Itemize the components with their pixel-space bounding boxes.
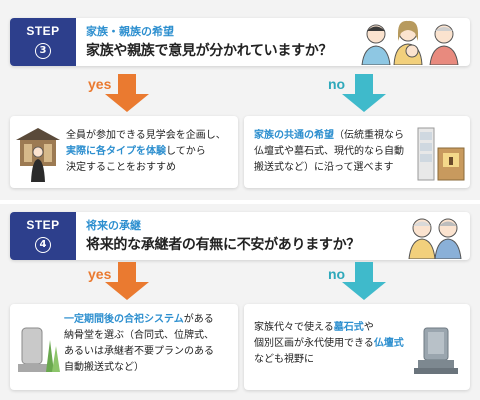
step4-no-line3: なども視野に xyxy=(254,354,314,365)
step4-yes-line3: あるいは承継者不要プランのある xyxy=(64,346,214,357)
step4-no-line1-b: や xyxy=(363,322,374,333)
step3-yes-line3: 決定することをおすすめ xyxy=(66,162,176,173)
temple-tour-illustration xyxy=(16,128,60,182)
step3-no-line3: 搬送式など）に沿って選べます xyxy=(254,162,394,173)
step3-yes-line2: 実際に各タイプを体験してから xyxy=(66,144,226,160)
step4-yes-label: yes xyxy=(88,266,112,282)
step3-no-line1: 家族の共通の希望（伝統重視なら xyxy=(254,128,404,144)
step4-no-line1: 家族代々で使える墓石式や xyxy=(254,320,404,336)
step4-yes-line2: 納骨堂を選ぶ（合同式、位牌式、 xyxy=(64,330,214,341)
step3-step-number: 3 xyxy=(35,43,51,59)
step4-title: 将来の承継 xyxy=(86,219,141,232)
step4-no-line2-a: 個別区画が永代使用できる xyxy=(254,338,374,349)
step4-yes-highlight: 一定期間後の合祀システム xyxy=(64,314,184,325)
step4-yes-arrow xyxy=(105,262,149,300)
step3-badge: STEP 3 xyxy=(10,18,76,66)
step4-no-arrow xyxy=(342,262,386,300)
step3-no-highlight: 家族の共通の希望 xyxy=(254,130,334,141)
step4-question-box: STEP 4 将来の承継 将来的な承継者の有無に不安がありますか？ xyxy=(10,212,470,260)
step4-yes-line1-rest: がある xyxy=(183,314,214,325)
elderly-couple-illustration xyxy=(408,218,462,259)
step3-panel: STEP 3 家族・親族の希望 家族や親族で意見が分かれていますか？ yes n… xyxy=(0,0,480,200)
step4-yes-line4: 自動搬送式など） xyxy=(64,362,144,373)
ossuary-illustration xyxy=(18,327,60,372)
step4-step-number: 4 xyxy=(35,237,51,253)
step3-no-line2: 仏壇式や墓石式、現代的なら自動 xyxy=(254,146,404,157)
step3-question: 家族や親族で意見が分かれていますか？ xyxy=(86,43,333,59)
step4-no-line2: 個別区画が永代使用できる仏壇式 xyxy=(254,336,404,352)
step4-yes-line1: 一定期間後の合祀システムがある xyxy=(64,312,214,328)
step4-badge: STEP 4 xyxy=(10,212,76,260)
step3-no-line1-rest: （伝統重視なら xyxy=(334,130,404,141)
gravestone-illustration xyxy=(414,327,458,374)
step3-yes-highlight: 実際に各タイプを体験 xyxy=(66,146,166,157)
step4-no-line1-a: 家族代々で使える xyxy=(254,322,334,333)
altar-illustration xyxy=(417,127,465,181)
step4-no-highlight1: 墓石式 xyxy=(333,322,364,333)
step3-no-label: no xyxy=(328,76,346,92)
step4-question: 将来的な承継者の有無に不安がありますか？ xyxy=(86,237,360,253)
step3-yes-answer: 全員が参加できる見学会を企画し、 実際に各タイプを体験してから 決定することをお… xyxy=(10,116,238,188)
step4-no-label: no xyxy=(328,266,346,282)
step3-yes-line1: 全員が参加できる見学会を企画し、 xyxy=(66,130,226,141)
step3-no-arrow xyxy=(342,74,386,112)
family-illustration xyxy=(361,20,459,65)
step3-no-answer: 家族の共通の希望（伝統重視なら 仏壇式や墓石式、現代的なら自動 搬送式など）に沿… xyxy=(244,116,470,188)
step4-yes-answer: 一定期間後の合祀システムがある 納骨堂を選ぶ（合同式、位牌式、 あるいは承継者不… xyxy=(10,304,238,390)
step3-title: 家族・親族の希望 xyxy=(86,25,174,38)
step4-no-highlight2: 仏壇式 xyxy=(373,338,404,349)
step4-no-answer: 家族代々で使える墓石式や 個別区画が永代使用できる仏壇式 なども視野に xyxy=(244,304,470,390)
step4-panel: STEP 4 将来の承継 将来的な承継者の有無に不安がありますか？ yes no… xyxy=(0,204,480,400)
step4-step-label: STEP xyxy=(26,218,60,232)
step3-question-box: STEP 3 家族・親族の希望 家族や親族で意見が分かれていますか？ xyxy=(10,18,470,66)
step3-step-label: STEP xyxy=(26,24,60,38)
step3-yes-label: yes xyxy=(88,76,112,92)
step3-yes-line2-rest: してから xyxy=(166,146,206,157)
step3-yes-arrow xyxy=(105,74,149,112)
